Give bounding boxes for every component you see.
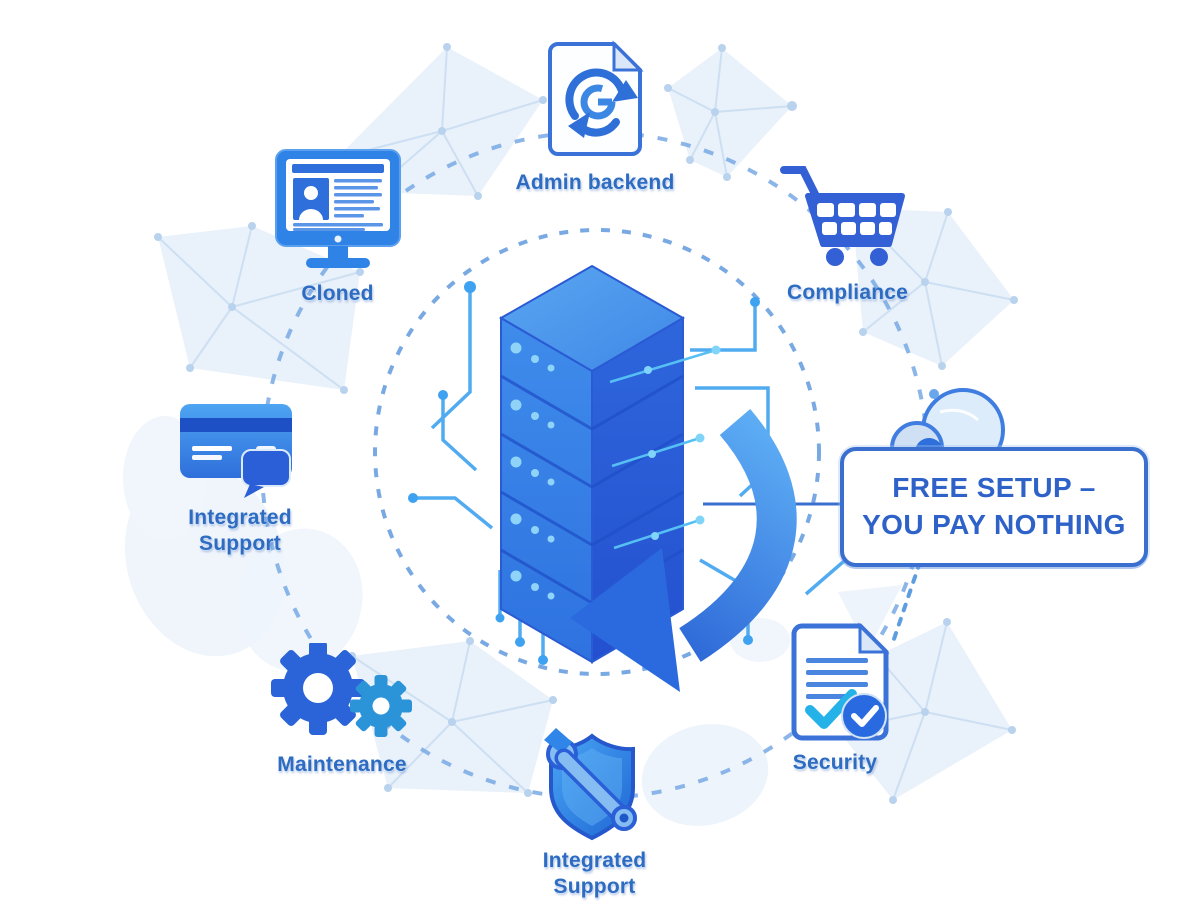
cycle-arrow xyxy=(570,409,797,692)
node-integrated-support-shield xyxy=(540,728,650,851)
credit-card-chat-icon xyxy=(180,404,292,498)
callout-line2: YOU PAY NOTHING xyxy=(862,509,1126,540)
label-integrated-support-card: Integrated Support xyxy=(188,506,292,555)
label-cloned: Cloned xyxy=(301,282,374,305)
document-check-icon xyxy=(791,622,890,741)
label-maintenance: Maintenance xyxy=(277,753,407,776)
node-admin-backend xyxy=(548,40,648,163)
monitor-profile-icon xyxy=(275,149,401,268)
shield-wrench-icon xyxy=(544,728,637,841)
inner-dashed-ring xyxy=(373,228,821,676)
server-stack xyxy=(498,264,721,664)
label-compliance: Compliance xyxy=(786,281,909,304)
node-security xyxy=(790,622,894,751)
node-cloned xyxy=(272,146,404,277)
callout-security-dash xyxy=(891,560,922,644)
callout-line1: FREE SETUP – xyxy=(892,472,1096,504)
label-admin-backend: Admin backend xyxy=(515,171,675,194)
gears-icon xyxy=(271,641,412,737)
node-integrated-support-card xyxy=(178,398,302,505)
label-security: Security xyxy=(792,751,878,774)
free-setup-callout: FREE SETUP – YOU PAY NOTHING xyxy=(840,447,1148,567)
node-compliance xyxy=(778,158,908,273)
soft-blob-shapes xyxy=(123,416,790,826)
server-port-lights xyxy=(510,342,555,600)
label-integrated-support-shield: Integrated Support xyxy=(542,849,647,898)
node-maintenance xyxy=(270,641,418,744)
sync-document-icon xyxy=(548,40,644,156)
shopping-cart-icon xyxy=(780,166,905,266)
